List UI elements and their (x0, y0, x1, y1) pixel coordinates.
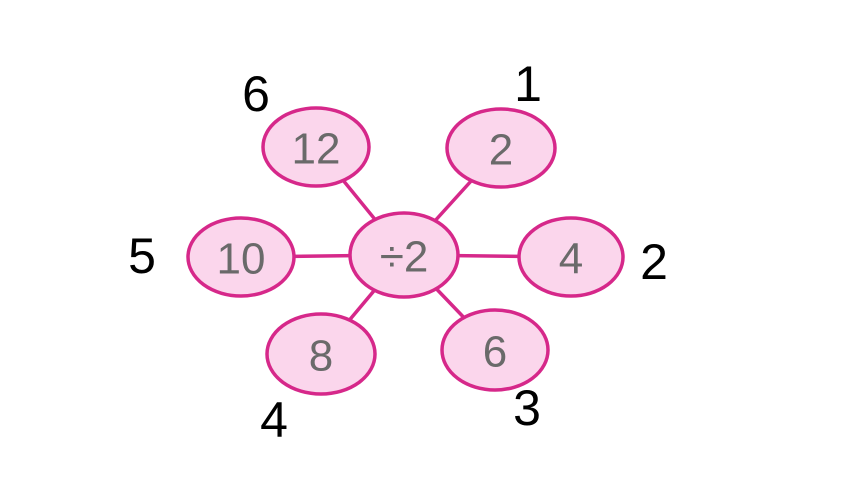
center-operation: ÷2 (380, 233, 429, 282)
bubble-5: 10 (186, 216, 296, 298)
order-label-4: 4 (260, 392, 288, 448)
order-label-5: 5 (128, 228, 156, 284)
bubble-value: 8 (309, 332, 333, 381)
order-label-1: 1 (514, 56, 542, 112)
bubble-value: 2 (489, 126, 513, 175)
bubble-value: 6 (483, 328, 507, 377)
bubble-6: 12 (261, 106, 371, 188)
order-label-2: 2 (640, 234, 668, 290)
bubble-value: 4 (559, 235, 583, 284)
bubble-2: 4 (517, 216, 625, 298)
bubble-value: 10 (217, 235, 266, 284)
order-label-3: 3 (513, 380, 541, 436)
bubble-3: 6 (440, 308, 550, 392)
bubble-value: 12 (292, 125, 341, 174)
order-label-6: 6 (242, 66, 270, 122)
bubble-1: 2 (445, 107, 557, 189)
bubble-4: 8 (265, 312, 377, 396)
center-bubble: ÷2 (348, 211, 460, 299)
order-labels: 1 2 3 4 5 6 (128, 56, 668, 448)
